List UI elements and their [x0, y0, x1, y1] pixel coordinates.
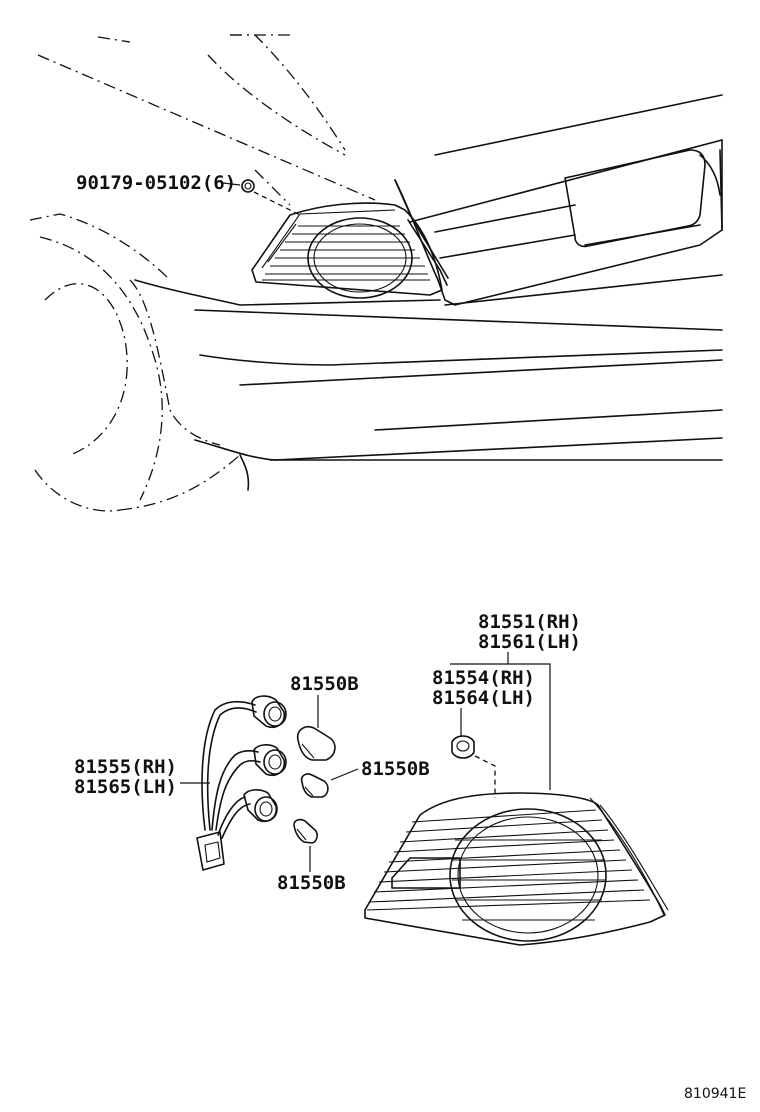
bulb-top — [296, 725, 336, 761]
label-gasket-lh: 81564(LH) — [432, 687, 535, 709]
label-gasket-rh: 81554(RH) — [432, 667, 535, 689]
bulb-right — [300, 773, 329, 798]
tail-lamp-assembly — [364, 792, 669, 946]
gasket-part — [451, 735, 496, 798]
car-tail-lamp — [241, 179, 449, 299]
label-lens-lh: 81561(LH) — [478, 631, 581, 653]
leader-lens — [507, 652, 551, 790]
label-socket-rh: 81555(RH) — [74, 756, 177, 778]
label-bulb-top: 81550B — [290, 673, 359, 695]
label-lens-rh: 81551(RH) — [478, 611, 581, 633]
label-socket-lh: 81565(LH) — [74, 776, 177, 798]
label-bulb-right: 81550B — [361, 758, 430, 780]
leader-clip-nut — [222, 182, 241, 186]
socket-wire-part — [196, 695, 287, 871]
label-clip-nut: 90179-05102(6) — [76, 172, 236, 194]
leader-bulb-right — [330, 768, 359, 781]
diagram-id: 810941E — [684, 1086, 746, 1102]
label-bulb-bottom: 81550B — [277, 872, 346, 894]
bulb-bottom — [293, 818, 318, 844]
car-rear-outline — [29, 34, 723, 512]
